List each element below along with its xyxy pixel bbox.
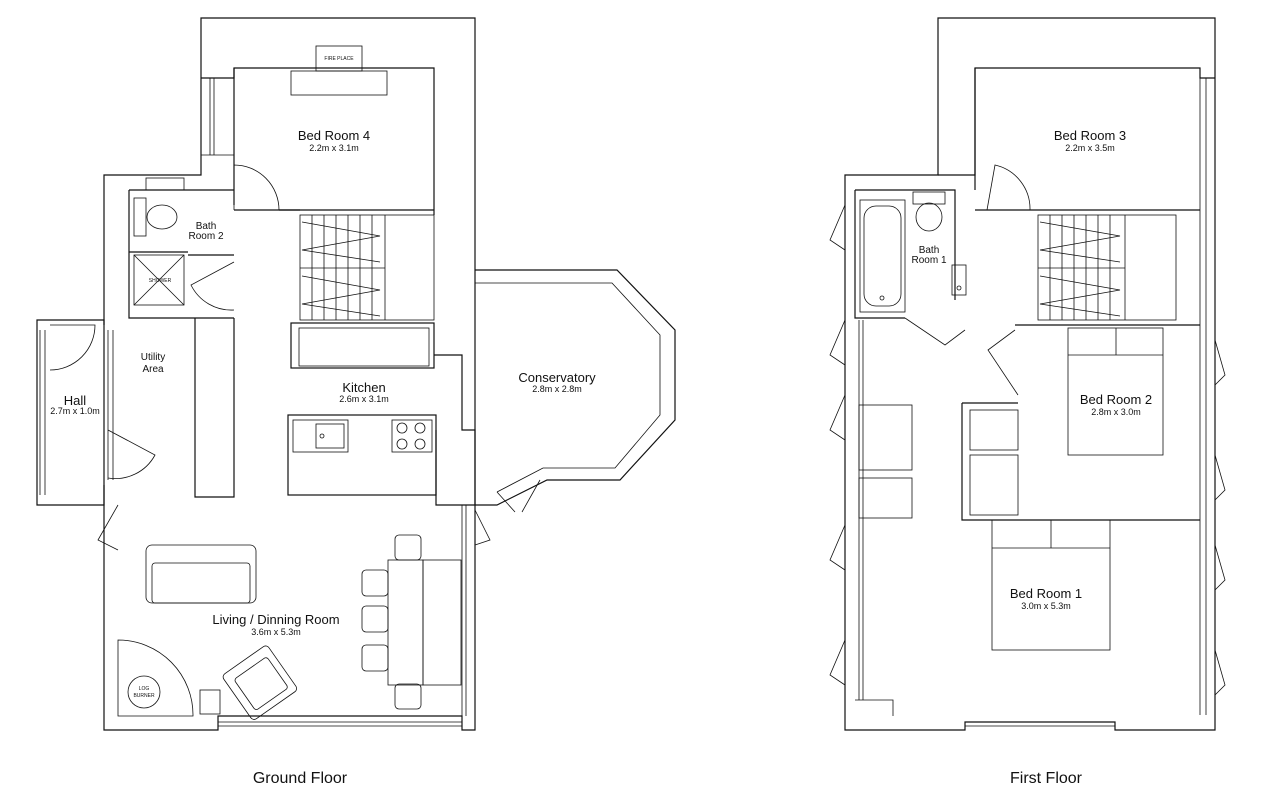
kitchen-name: Kitchen [342,380,385,395]
hall-side-door-icon [97,504,119,551]
kitchen-island [287,414,437,496]
utility-name-2: Area [142,364,164,375]
sink-icon [292,419,349,453]
bed4-door-icon [233,164,280,211]
first-left-doors-icon [829,204,846,686]
first-floor-title: First Floor [1010,770,1083,787]
bed1-name: Bed Room 1 [1010,586,1082,601]
bed3-name: Bed Room 3 [1054,128,1126,143]
first-stairs-icon [1037,214,1177,321]
bed3-door-icon [986,164,1031,211]
conservatory-dims: 2.8m x 2.8m [532,384,582,394]
fireplace-label: FIRE PLACE [324,56,354,62]
bed4-dims: 2.2m x 3.1m [309,143,359,153]
utility-name-1: Utility [141,352,165,363]
wardrobe-left-icon [858,404,913,519]
bathtub-icon [859,199,906,313]
bed2-name: Bed Room 2 [1080,392,1152,407]
bed2-bed-icon [1067,327,1164,456]
fireplace-hearth [290,70,388,96]
hob-icon [391,419,433,453]
first-outer-wall [844,17,1216,731]
bath1-wall [854,189,956,319]
log-burner-label-2: BURNER [133,693,155,699]
hall-outer-wall [36,319,105,506]
utility-window [107,330,114,480]
bath2-door-icon [190,261,235,311]
bed1-bed-icon [991,519,1111,651]
bed4-name: Bed Room 4 [298,128,370,143]
bath2-name-1: Bath [196,221,217,232]
sofa-icon [145,544,257,604]
bed2-dims: 2.8m x 3.0m [1091,407,1141,417]
bed4-window [200,78,234,156]
bath1-name-1: Bath [919,245,940,256]
hall-dims: 2.7m x 1.0m [50,406,100,416]
toilet-icon [133,197,178,237]
ground-floor-title: Ground Floor [253,770,348,787]
living-dims: 3.6m x 5.3m [251,627,301,637]
conservatory-name: Conservatory [518,370,596,385]
bed3-dims: 2.2m x 3.5m [1065,143,1115,153]
bed1-wall-bottom [855,699,1115,727]
hall-name: Hall [64,393,87,408]
bed2-door-icon [987,329,1019,396]
living-name: Living / Dinning Room [212,612,339,627]
bath2-name-2: Room 2 [188,231,223,242]
bath1-name-2: Room 1 [911,255,946,266]
kitchen-dims: 2.6m x 3.1m [339,394,389,404]
log-burner-label-1: LOG [139,686,150,692]
wardrobe-bed2-icon [969,409,1019,516]
bed3-wall [974,68,1200,211]
kitchen-counter-top [290,322,435,369]
shower-icon [133,254,185,306]
bath1-door-icon [904,317,966,346]
conservatory-door-icon [496,479,541,513]
kitchen-unit [298,327,430,367]
hall-window [39,330,46,495]
bath1-basin-icon [951,264,967,296]
bed2-wall [961,324,1200,521]
living-side-door-icon [474,509,491,546]
first-right-window [1199,78,1207,715]
dining-table-icon [361,534,462,710]
bath2-wall [128,189,234,319]
hall-inner-door-icon [107,429,156,479]
first-inner-wall-top [938,67,1215,176]
hall-front-door-icon [49,324,96,371]
armchair-icon [222,645,298,720]
living-window-right [461,505,467,716]
ground-floor-plan: FIRE PLACE SHOWER [36,17,676,787]
living-window-bottom [218,721,462,727]
log-burner-icon [117,639,221,717]
conservatory-glazing [475,282,661,493]
bath2-window [145,177,185,191]
utility-wall [194,318,235,498]
first-floor-plan: Bed Room 3 2.2m x 3.5m Bath Room 1 Bed R… [829,17,1226,787]
ground-stairs-icon [299,214,435,321]
first-right-doors-icon [1214,339,1226,696]
shower-label: SHOWER [149,278,172,284]
bed1-dims: 3.0m x 5.3m [1021,601,1071,611]
bath1-toilet-icon [912,191,946,232]
kitchen-wall-right [434,354,476,506]
